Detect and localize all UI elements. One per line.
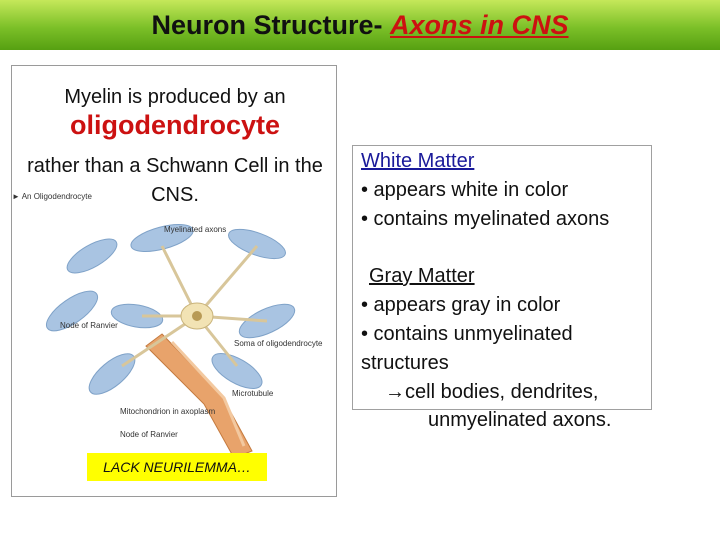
- myelin-segments: [45, 224, 296, 395]
- title-bar: Neuron Structure- Axons in CNS: [0, 0, 720, 50]
- lack-neurilemma-highlight: LACK NEURILEMMA…: [87, 453, 267, 481]
- gray-arrow-line: →cell bodies, dendrites,: [385, 381, 599, 403]
- label-mitochondrion: Mitochondrion in axoplasm: [120, 407, 215, 416]
- gray-last-line: unmyelinated axons.: [428, 409, 612, 431]
- white-item-1: • appears white in color: [361, 179, 569, 201]
- title-accent: Axons in CNS: [390, 9, 569, 40]
- oligodendrocyte-illustration: Myelinated axons Node of Ranvier Soma of…: [45, 224, 323, 459]
- label-node-bottom: Node of Ranvier: [120, 430, 178, 439]
- slide-title: Neuron Structure- Axons in CNS: [151, 10, 568, 41]
- figure-panel: Myelinated axons Node of Ranvier Soma of…: [11, 65, 337, 497]
- label-myelinated-axons: Myelinated axons: [164, 225, 226, 234]
- gray-matter-heading: Gray Matter: [369, 265, 475, 287]
- gray-item-2: • contains unmyelinated: [361, 323, 573, 345]
- intro-line-2: oligodendrocyte: [69, 110, 280, 140]
- gray-item-1: • appears gray in color: [361, 294, 561, 316]
- nucleus: [192, 311, 202, 321]
- intro-line-3: rather than a Schwann Cell in the CNS.: [27, 155, 323, 206]
- label-soma: Soma of oligodendrocyte: [234, 339, 323, 348]
- figure-callout: ► An Oligodendrocyte: [12, 192, 92, 201]
- label-microtubule: Microtubule: [232, 389, 274, 398]
- notes-box: White Matter • appears white in color • …: [352, 145, 652, 410]
- title-main: Neuron Structure-: [151, 9, 383, 40]
- intro-line-1: Myelin is produced by an: [64, 86, 286, 108]
- label-node-of-ranvier: Node of Ranvier: [60, 321, 118, 330]
- gray-item-3: structures: [361, 352, 449, 374]
- white-item-2: • contains myelinated axons: [361, 208, 610, 230]
- axon-core: [170, 340, 246, 447]
- white-matter-heading: White Matter: [361, 150, 475, 172]
